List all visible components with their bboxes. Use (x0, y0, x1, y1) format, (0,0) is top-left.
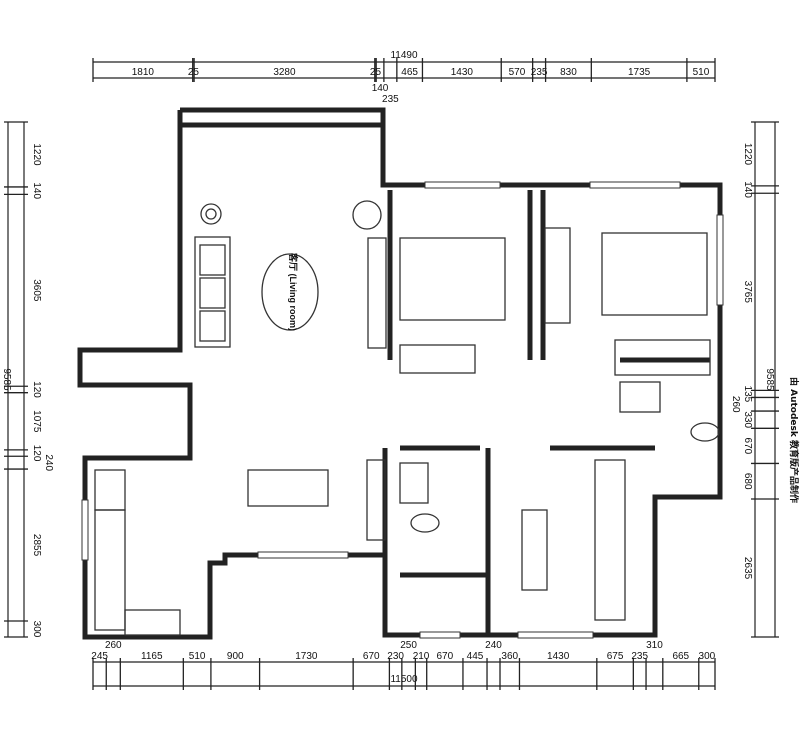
dimension-value: 1165 (141, 651, 163, 662)
bookcase (594, 459, 626, 621)
wardrobe-3 (614, 339, 711, 376)
dimension-value: 1075 (31, 410, 42, 433)
sofa-cushion (199, 277, 226, 309)
dimension-value: 675 (607, 651, 624, 662)
dimension-value: 900 (227, 651, 244, 662)
dimension-value: 210 (413, 651, 430, 662)
dimension-value: 235 (382, 94, 399, 105)
dimension-value: 2855 (31, 534, 42, 557)
dimension-value: 330 (742, 411, 753, 428)
dimension-total: 9585 (1, 368, 12, 391)
dimension-value: 465 (401, 67, 418, 78)
shoe-cabinet (366, 459, 386, 541)
dimension-value: 1735 (628, 67, 651, 78)
dimension-value: 510 (693, 67, 710, 78)
window (81, 499, 89, 561)
dimension-value: 140 (742, 181, 753, 198)
dimension-value: 3765 (742, 281, 753, 304)
window (716, 214, 724, 306)
window (517, 631, 594, 639)
lamp (205, 208, 217, 220)
dimension-total: 9585 (764, 368, 775, 391)
dimension-value: 1430 (547, 651, 570, 662)
window (424, 181, 501, 189)
dimension-value: 140 (372, 83, 389, 94)
dining-table (247, 469, 329, 507)
dimension-value: 310 (646, 640, 663, 651)
bed-1 (399, 237, 506, 321)
washbasin (619, 381, 661, 413)
dimension-value: 670 (436, 651, 453, 662)
dimension-value: 120 (31, 445, 42, 462)
dimension-value: 235 (631, 651, 648, 662)
wardrobe-2 (544, 227, 571, 324)
dimension-total: 11500 (390, 674, 418, 685)
dimension-value: 1430 (451, 67, 474, 78)
window (257, 551, 349, 559)
dimension-value: 3280 (273, 67, 296, 78)
dimension-value: 1810 (132, 67, 155, 78)
dimension-value: 1220 (31, 143, 42, 166)
dimension-value: 245 (91, 651, 108, 662)
dimension-value: 2635 (742, 557, 753, 580)
dimension-value: 665 (672, 651, 689, 662)
fridge (94, 469, 126, 511)
dimension-value: 300 (31, 621, 42, 638)
dimension-value: 1220 (742, 143, 753, 166)
plant (352, 200, 382, 230)
dimension-value: 135 (742, 386, 753, 403)
dimension-value: 240 (485, 640, 502, 651)
dimension-value: 570 (509, 67, 526, 78)
dimension-value: 360 (501, 651, 518, 662)
dimension-value: 230 (387, 651, 404, 662)
sofa-cushion (199, 244, 226, 276)
living-room-label: 客厅 (Living room) (288, 252, 299, 331)
dimension-value: 510 (189, 651, 206, 662)
wardrobe-1 (399, 344, 476, 374)
desk (521, 509, 548, 591)
dimension-value: 445 (467, 651, 484, 662)
kitchen-sink-counter (124, 609, 181, 636)
dimension-value: 830 (560, 67, 577, 78)
sofa-cushion (199, 310, 226, 342)
dimension-value: 670 (363, 651, 380, 662)
windows (81, 181, 724, 639)
dimension-value: 1730 (295, 651, 318, 662)
living-room-rug (261, 253, 319, 331)
dimension-value: 300 (699, 651, 716, 662)
lamp (200, 203, 222, 225)
sofa (194, 236, 231, 348)
dimension-value: 240 (43, 454, 54, 471)
tv-cabinet (367, 237, 387, 349)
dimension-value: 670 (742, 438, 753, 455)
dimension-value: 235 (531, 67, 548, 78)
dimension-value: 680 (742, 473, 753, 490)
kitchen-counter (94, 509, 126, 631)
watermark: 由 Autodesk 教育版产品制作 (788, 377, 800, 503)
window (589, 181, 681, 189)
furniture (94, 200, 720, 636)
dimension-value: 140 (31, 182, 42, 199)
dimension-value: 120 (31, 381, 42, 398)
dimension-total: 11490 (390, 50, 418, 61)
dimension-value: 250 (400, 640, 417, 651)
washbasin (399, 462, 429, 504)
dimension-value: 3605 (31, 279, 42, 302)
window (419, 631, 461, 639)
dimension-value: 260 (105, 640, 122, 651)
toilet (410, 513, 440, 533)
toilet (690, 422, 720, 442)
dimension-value: 260 (730, 396, 741, 413)
bed-2 (601, 232, 708, 316)
